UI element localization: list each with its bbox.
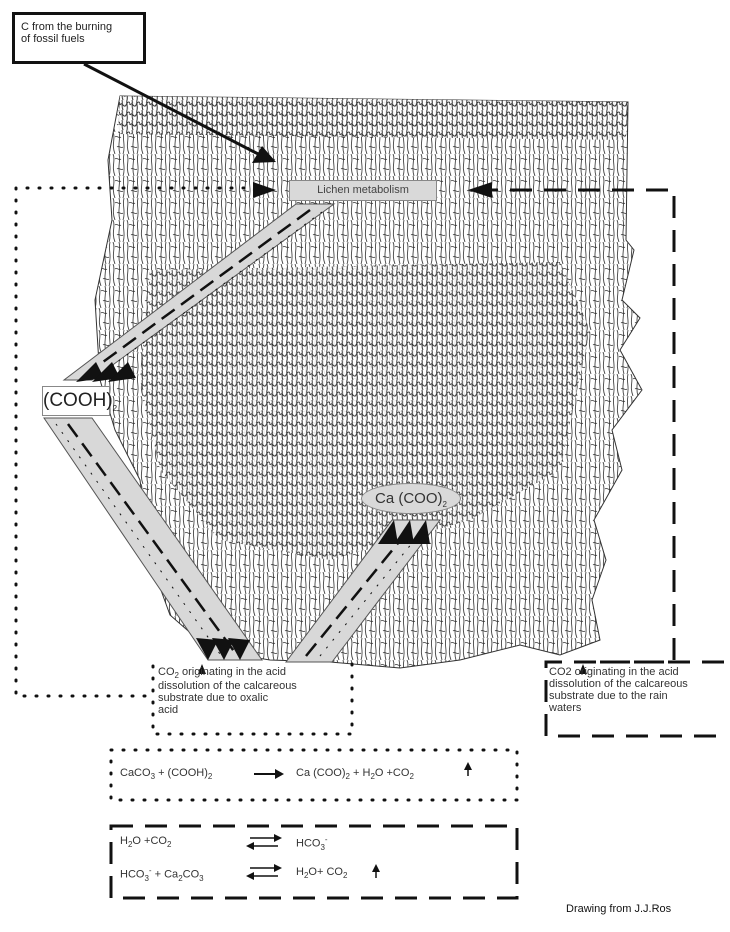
co2-oxalic-prefix: CO <box>158 666 175 678</box>
eq-co2-text: O +CO <box>375 767 410 779</box>
oxalic-acid-subscript: 2 <box>113 404 117 413</box>
oxalic-acid-label: (COOH)2 <box>42 386 110 416</box>
oxalic-equation-rhs: Ca (COO)2 + H2O +CO2 <box>296 767 414 781</box>
equilibrium-arrow-2 <box>246 864 282 880</box>
rain-eq1-hco-sup: - <box>325 835 328 844</box>
rain-eq2-h: H <box>296 866 304 878</box>
fossil-fuel-box: C from the burning of fossil fuels <box>12 12 146 64</box>
lichen-metabolism-label: Lichen metabolism <box>289 180 437 201</box>
oxalic-equation-lhs: CaCO3 + (COOH)2 <box>120 767 212 781</box>
rain-eq2-co: CO <box>183 869 200 881</box>
eq-cooh-text: + (COOH) <box>155 767 208 779</box>
rain-equation-1-lhs: H2O +CO2 <box>120 835 171 849</box>
rain-eq1-hco-sub: 3 <box>320 843 324 852</box>
rain-equation-1-rhs: HCO3- <box>296 835 328 852</box>
eq-cooh-sub: 2 <box>208 772 212 781</box>
eq-cacoo-text: Ca (COO) <box>296 767 346 779</box>
rain-equation-2-lhs: HCO3- + Ca2CO3 <box>120 866 204 883</box>
rain-eq2-hco-sub: 3 <box>144 874 148 883</box>
rain-equation-2-rhs: H2O+ CO2 <box>296 866 347 880</box>
rain-eq1-h: H <box>120 835 128 847</box>
fossil-fuel-line1: C from the burning <box>21 21 137 33</box>
co2-oxalic-line1: originating in the acid <box>179 666 286 678</box>
oxalic-equation-arrowhead <box>275 769 284 779</box>
eq-h2o-text: + H <box>350 767 370 779</box>
rain-eq2-oco-sub: 2 <box>343 871 347 880</box>
rain-eq2-ca: + Ca <box>152 869 179 881</box>
co2-rain-prefix: CO2 <box>549 666 572 678</box>
co2-oxalic-description: CO2 originating in the acid dissolution … <box>158 666 352 716</box>
rain-eq1-oco: O +CO <box>132 835 167 847</box>
eq-co2-sub: 2 <box>409 772 413 781</box>
co2-rain-line1: originating in the acid <box>572 666 679 678</box>
rain-eq1-oco-sub: 2 <box>167 840 171 849</box>
oxalic-acid-text: (COOH) <box>43 390 113 411</box>
rain-eq2-hco: HCO <box>120 869 144 881</box>
rain-eq2-co-sub: 3 <box>199 874 203 883</box>
fossil-fuel-line2: of fossil fuels <box>21 33 137 45</box>
co2-oxalic-line4: acid <box>158 704 352 716</box>
co2-rain-line3: substrate due to the rain <box>549 690 729 702</box>
calcium-oxalate-text: Ca (COO) <box>375 490 443 507</box>
co2-oxalic-line2: dissolution of the calcareous <box>158 680 352 692</box>
calcium-oxalate-subscript: 2 <box>443 500 447 509</box>
drawing-credit: Drawing from J.J.Ros <box>566 903 671 915</box>
calcium-oxalate-label: Ca (COO)2 <box>361 483 461 514</box>
co2-oxalic-line3: substrate due to oxalic <box>158 692 352 704</box>
co2-rain-description: CO2 originating in the acid dissolution … <box>549 666 729 714</box>
co2-rain-line2: dissolution of the calcareous <box>549 678 729 690</box>
eq-caco3-text: CaCO <box>120 767 151 779</box>
equilibrium-arrow-1 <box>246 834 282 850</box>
rain-eq2-oco: O+ CO <box>308 866 343 878</box>
rain-eq1-hco: HCO <box>296 838 320 850</box>
co2-rain-line4: waters <box>549 702 729 714</box>
